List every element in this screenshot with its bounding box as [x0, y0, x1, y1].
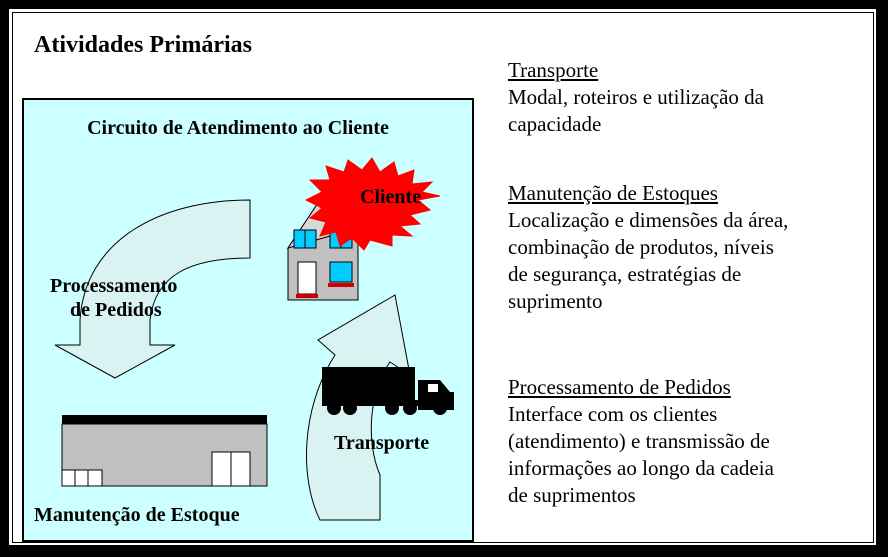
section-heading: Transporte — [508, 58, 599, 82]
truck-icon — [322, 367, 454, 415]
panel-title: Circuito de Atendimento ao Cliente — [87, 117, 389, 139]
section-heading: Processamento de Pedidos — [508, 375, 731, 399]
section-line: capacidade — [508, 112, 602, 136]
section-line: de segurança, estratégias de — [508, 262, 742, 286]
section-line: (atendimento) e transmissão de — [508, 429, 770, 453]
customer-starburst — [304, 157, 441, 251]
order-processing-label-1: Processamento — [50, 275, 178, 297]
section-line: informações ao longo da cadeia — [508, 456, 774, 480]
section-line: Modal, roteiros e utilização da — [508, 85, 764, 109]
section-line: combinação de produtos, níveis — [508, 235, 774, 259]
section-order-processing: Processamento de Pedidos Interface com o… — [508, 374, 774, 509]
warehouse-icon — [61, 415, 268, 487]
section-heading: Manutenção de Estoques — [508, 181, 718, 205]
section-line: de suprimentos — [508, 483, 636, 507]
order-processing-arrow — [54, 199, 251, 379]
section-line: Interface com os clientes — [508, 402, 718, 426]
customer-label: Cliente — [360, 186, 422, 208]
transport-arrow — [305, 294, 411, 521]
section-inventory: Manutenção de Estoques Localização e dim… — [508, 180, 788, 315]
page-title: Atividades Primárias — [34, 32, 252, 58]
inner-frame — [12, 12, 874, 543]
section-line: Localização e dimensões da área, — [508, 208, 789, 232]
order-processing-label-2: de Pedidos — [70, 299, 162, 321]
section-transport: Transporte Modal, roteiros e utilização … — [508, 57, 764, 138]
warehouse-label: Manutenção de Estoque — [34, 504, 240, 526]
section-line: suprimento — [508, 289, 603, 313]
transport-label: Transporte — [334, 432, 430, 454]
